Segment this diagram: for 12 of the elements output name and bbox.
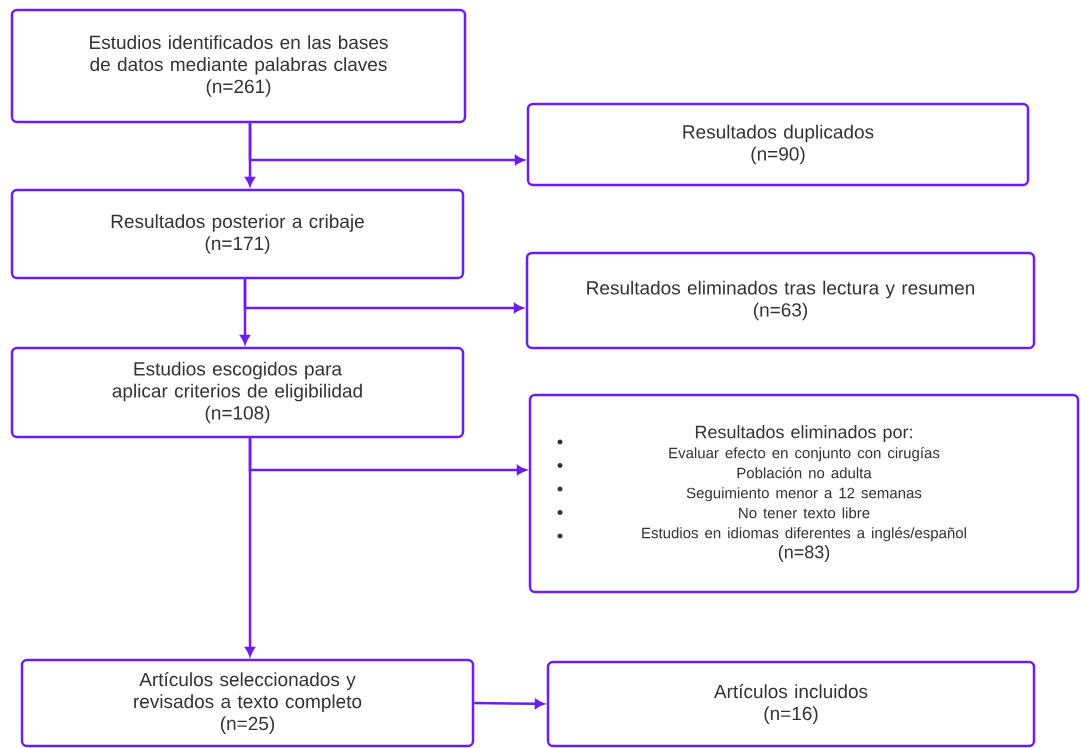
arrow <box>248 123 525 165</box>
process-box: Resultados eliminados tras lectura y resumen (n=63) <box>525 251 1036 350</box>
arrow <box>248 438 527 475</box>
process-box: Artículos incluidos (n=16) <box>546 660 1036 748</box>
arrow <box>474 699 545 709</box>
process-box: Resultados eliminados por: Evaluar efecto en conjunto con cirugías Población no adulta Seguimiento menor a 12 semanas No tener texto libre Estudios en idiomas diferentes a inglés/español (n=83) <box>528 393 1080 594</box>
arrow <box>243 279 524 313</box>
process-box: Resultados duplicados (n=90) <box>526 102 1030 187</box>
process-box: Estudios identificados en las bases de datos mediante palabras claves (n=261) <box>10 8 467 124</box>
process-box: Resultados posterior a cribaje (n=171) <box>10 188 465 280</box>
process-box: Artículos seleccionados y revisados a texto completo (n=25) <box>20 658 475 748</box>
process-box: Estudios escogidos para aplicar criterios de eligibilidad (n=108) <box>10 346 465 439</box>
